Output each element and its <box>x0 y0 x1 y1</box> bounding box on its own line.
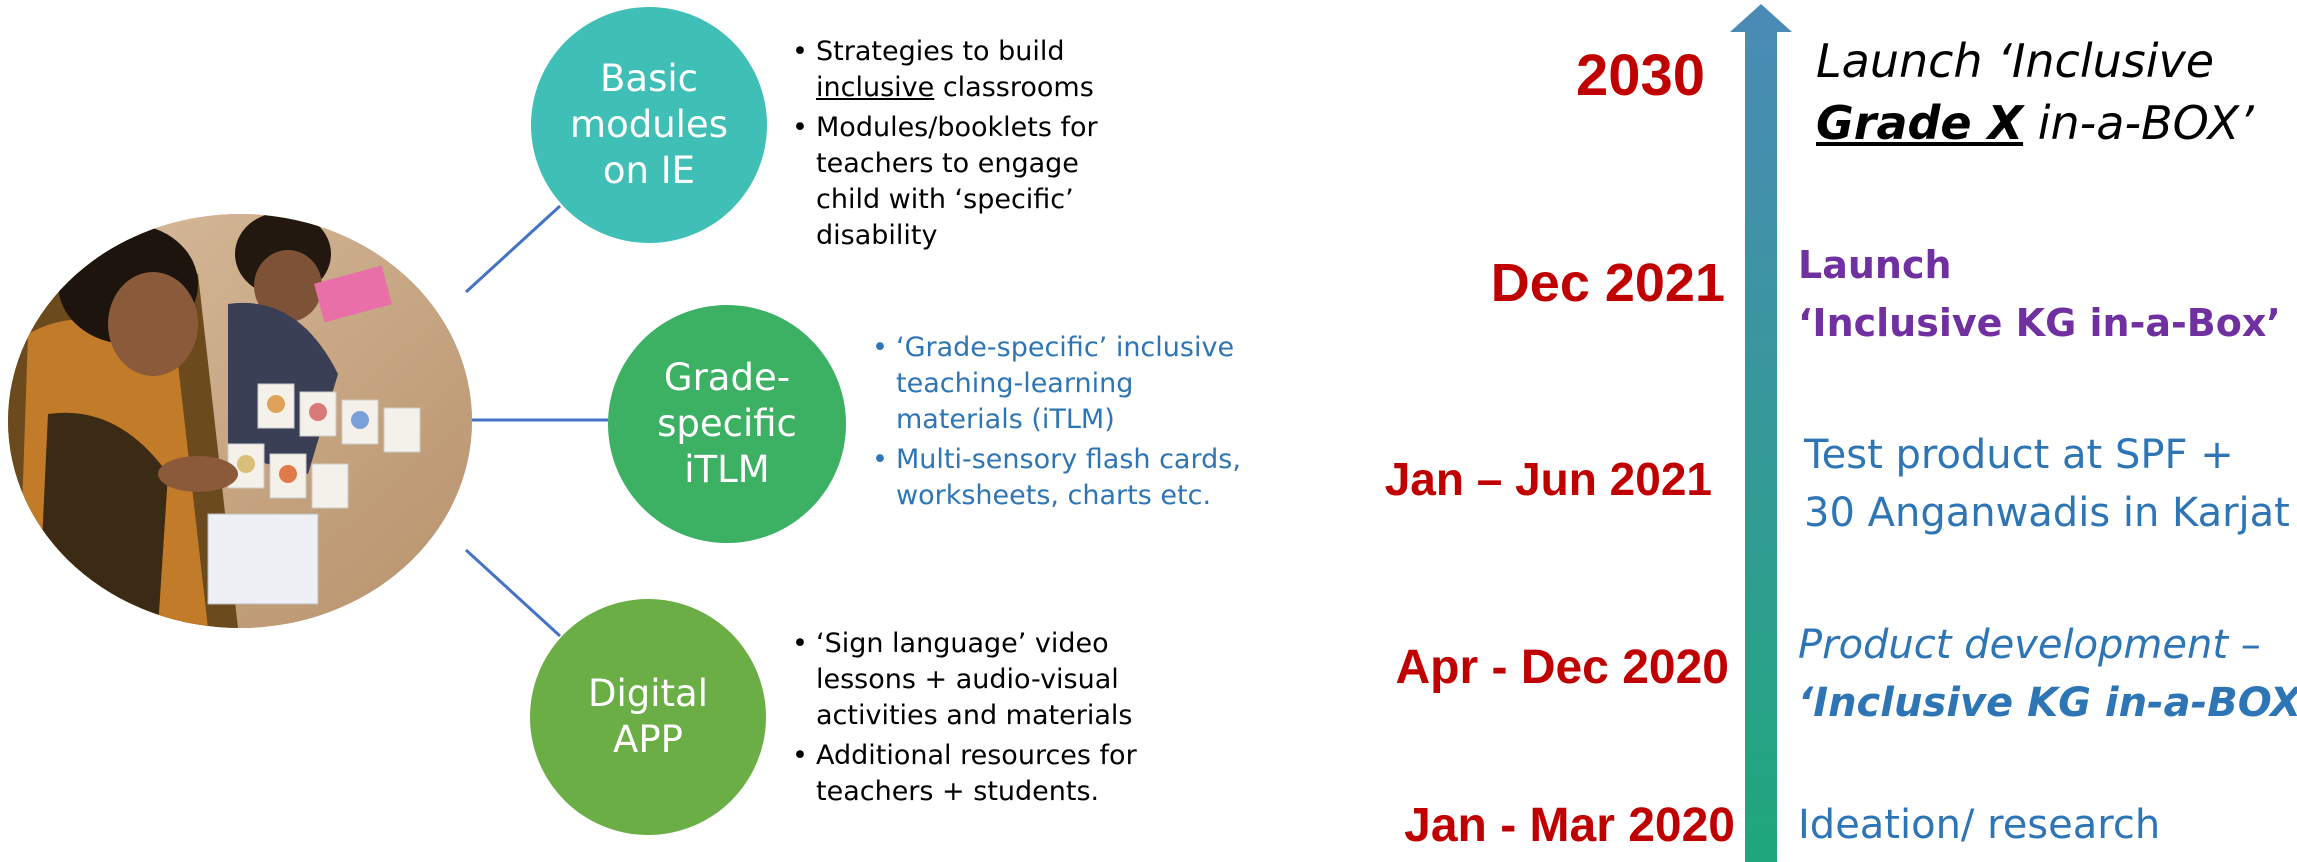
bullet-text-after: classrooms <box>934 72 1094 103</box>
timeline-arrow-head <box>1730 4 1792 32</box>
circle-grade-specific-itlm-label: Grade- specific iTLM <box>657 356 797 491</box>
event-bold-text: Grade X <box>1816 96 2024 150</box>
bullet-item: Additional resources for teachers + stud… <box>788 738 1148 810</box>
timeline-arrow <box>1730 4 1792 862</box>
bullet-item: ‘Grade-specific’ inclusive teaching-lear… <box>868 330 1258 438</box>
circle-basic-modules: Basic modules on IE <box>531 7 767 243</box>
event-line-2: 30 Anganwadis in Karjat <box>1804 490 2290 536</box>
bullet-item: Multi-sensory flash cards, worksheets, c… <box>868 442 1258 514</box>
bullet-text: Additional resources for teachers + stud… <box>816 740 1137 807</box>
bullet-text: ‘Sign language’ video lessons + audio-vi… <box>816 628 1133 731</box>
connector-line-top <box>464 204 562 294</box>
bullets-digital-app: ‘Sign language’ video lessons + audio-vi… <box>788 626 1148 814</box>
timeline-event-jan-jun-2021: Test product at SPF + 30 Anganwadis in K… <box>1804 426 2290 542</box>
bullets-basic-modules: Strategies to build inclusive classrooms… <box>788 34 1148 258</box>
timeline-year-apr-dec-2020: Apr - Dec 2020 <box>1395 641 1730 694</box>
timeline-event-jan-mar-2020: Ideation/ research <box>1798 796 2160 854</box>
timeline-year-jan-mar-2020: Jan - Mar 2020 <box>1404 799 1735 852</box>
bullet-item: Strategies to build inclusive classrooms <box>788 34 1148 106</box>
bullet-text: Multi-sensory flash cards, worksheets, c… <box>896 444 1241 511</box>
timeline-event-2030: Launch ‘Inclusive Grade X in-a-BOX’ <box>1816 30 2254 154</box>
bullet-text-before: Strategies to build <box>816 36 1065 67</box>
bullets-grade-specific-itlm: ‘Grade-specific’ inclusive teaching-lear… <box>868 330 1258 518</box>
event-line-1: Launch <box>1798 243 1952 287</box>
event-line-2: Grade X in-a-BOX’ <box>1816 92 2254 154</box>
event-line-1: Ideation/ research <box>1798 802 2161 848</box>
circle-grade-specific-itlm: Grade- specific iTLM <box>608 305 846 543</box>
circle-basic-modules-label: Basic modules on IE <box>570 57 728 192</box>
timeline-event-apr-dec-2020: Product development – ‘Inclusive KG in-a… <box>1798 616 2297 732</box>
bullet-item: Modules/booklets for teachers to engage … <box>788 110 1148 254</box>
event-line-2: ‘Inclusive KG in-a-Box’ <box>1798 301 2281 345</box>
circle-digital-app-label: Digital APP <box>588 672 708 761</box>
timeline-year-2030: 2030 <box>1575 43 1705 108</box>
timeline-year-jan-jun-2021: Jan – Jun 2021 <box>1384 453 1712 505</box>
event-line-1: Launch ‘Inclusive <box>1816 34 2215 88</box>
bullet-text: ‘Grade-specific’ inclusive teaching-lear… <box>896 332 1235 435</box>
event-line-1: Test product at SPF + <box>1804 432 2234 478</box>
timeline-event-dec-2021: Launch ‘Inclusive KG in-a-Box’ <box>1798 236 2281 352</box>
event-line-1: Product development – <box>1798 622 2261 668</box>
teacher-child-photo <box>8 214 472 628</box>
bullet-item: ‘Sign language’ video lessons + audio-vi… <box>788 626 1148 734</box>
event-text-rest: in-a-BOX’ <box>2023 96 2254 150</box>
circle-digital-app: Digital APP <box>530 599 766 835</box>
connector-line-bottom <box>464 548 562 638</box>
photo-illustration <box>8 214 472 628</box>
event-line-2: ‘Inclusive KG in-a-BOX’ <box>1798 680 2297 726</box>
timeline-year-dec-2021: Dec 2021 <box>1490 253 1725 313</box>
bullet-text: Modules/booklets for teachers to engage … <box>816 112 1098 251</box>
bullet-text-underlined: inclusive <box>816 72 935 103</box>
timeline-arrow-shaft <box>1745 30 1777 862</box>
